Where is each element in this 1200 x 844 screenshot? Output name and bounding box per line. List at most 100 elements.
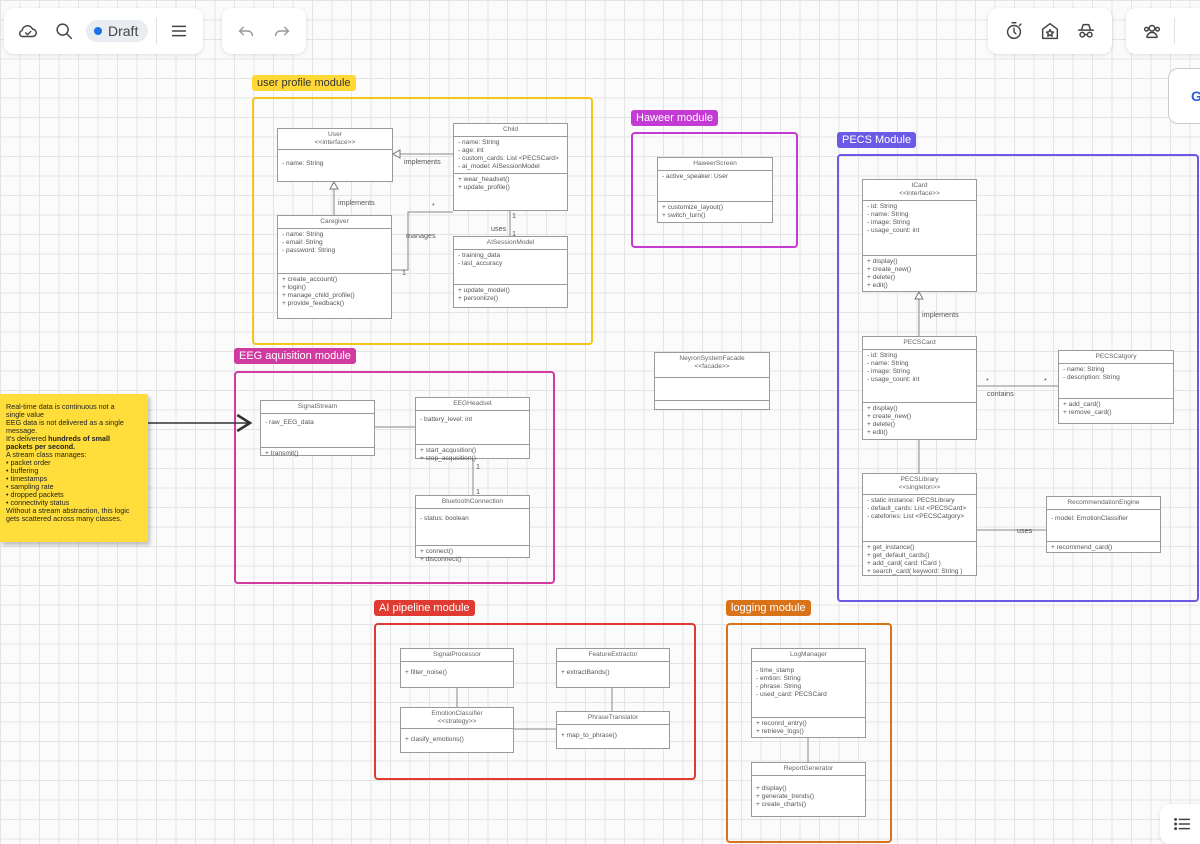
eeg-module-frame[interactable]: [234, 371, 555, 584]
class-header: BluetoothConnection: [416, 496, 529, 509]
method: + extractBands(): [561, 669, 610, 676]
class-attributes: - id: String - name: String - image: Str…: [863, 350, 976, 403]
note-line: EEG data is not delivered as a single: [6, 418, 124, 427]
cloud-check-icon[interactable]: [10, 13, 46, 49]
method: + switch_turn(): [662, 212, 706, 219]
attr: - image: String: [867, 368, 910, 375]
attr: - status: boolean: [420, 515, 469, 522]
class-user[interactable]: User<<interface>> - name: String: [277, 128, 393, 182]
draft-label: Draft: [108, 23, 139, 39]
class-methods: + display() + generate_trends() + create…: [752, 776, 865, 811]
class-log-manager[interactable]: LogManager - time_stamp - emtion: String…: [751, 648, 866, 738]
class-header: PECSLibrary<<singleton>>: [863, 474, 976, 495]
class-stereotype: <<strategy>>: [437, 718, 477, 725]
class-bluetooth-connection[interactable]: BluetoothConnection - status: boolean + …: [415, 495, 530, 563]
class-icard[interactable]: ICard<<interface>> - id: String - name: …: [862, 179, 977, 292]
ai-pipeline-module-frame[interactable]: [374, 623, 696, 780]
class-header: PhraseTranslator: [557, 712, 669, 725]
method: + reconrd_entry(): [756, 720, 807, 727]
draft-status-badge[interactable]: Draft: [86, 20, 149, 42]
class-haweer-screen[interactable]: HaweerScreen - active_speaker: User + cu…: [657, 157, 773, 223]
undo-redo-toolbar: [222, 8, 306, 54]
eeg-module-label[interactable]: EEG aquisition module: [234, 348, 356, 364]
menu-icon[interactable]: [161, 13, 197, 49]
class-name: HaweerScreen: [693, 160, 737, 167]
class-phrase-translator[interactable]: PhraseTranslator + map_to_phrase(): [556, 711, 670, 749]
attr: - static instance: PECSLibrary: [867, 497, 955, 504]
method: + transmit(): [265, 450, 299, 457]
method: + login(): [282, 284, 307, 291]
haweer-module-label[interactable]: Haweer module: [631, 110, 719, 126]
right-panel-letter: G: [1191, 88, 1200, 104]
haweer-module-frame[interactable]: [631, 132, 798, 248]
share-toolbar: [1126, 8, 1200, 54]
redo-icon[interactable]: [264, 13, 300, 49]
class-child[interactable]: Child - name: String - age: int - custom…: [453, 123, 568, 211]
class-pecs-category[interactable]: PECSCatgory - name: String - description…: [1058, 350, 1174, 424]
list-icon[interactable]: [1164, 806, 1200, 842]
user-profile-module-frame[interactable]: [252, 97, 593, 345]
star-building-icon[interactable]: [1032, 13, 1068, 49]
note-line: Real-time data is continuous not a: [6, 402, 115, 411]
class-name: SignalStream: [297, 403, 338, 410]
method: + search_card( keyword: String ): [867, 568, 963, 575]
undo-icon[interactable]: [228, 13, 264, 49]
ai-pipeline-module-label[interactable]: AI pipeline module: [374, 600, 475, 616]
class-eeg-headset[interactable]: EEGHeadset - battery_level: int + start_…: [415, 397, 530, 462]
attr: - usage_count: int: [867, 376, 920, 383]
attr: - name: String: [1063, 366, 1105, 373]
class-attributes: - id: String - name: String - image: Str…: [863, 201, 976, 256]
class-feature-extractor[interactable]: FeatureExtractor + extractBands(): [556, 648, 670, 688]
method: + start_acqusition(): [420, 447, 477, 454]
class-attributes: - time_stamp - emtion: String - phrase: …: [752, 662, 865, 718]
attr: - image: String: [867, 219, 910, 226]
class-signal-processor[interactable]: SignalProcessor + filter_noise(): [400, 648, 514, 688]
uses-one-bottom-label: 1: [512, 229, 516, 238]
manages-one-label: 1: [402, 268, 406, 277]
method: + display(): [867, 405, 898, 412]
sticky-note[interactable]: Real-time data is continuous not a singl…: [0, 394, 148, 542]
manages-star-label: *: [432, 201, 435, 210]
class-name: AISessionModel: [486, 239, 535, 246]
class-header: Caregiver: [278, 216, 391, 229]
class-report-generator[interactable]: ReportGenerator + display() + generate_t…: [751, 762, 866, 817]
attr: - name: String: [867, 360, 909, 367]
class-ai-session-model[interactable]: AISessionModel - training_data - last_ac…: [453, 236, 568, 308]
logging-module-frame[interactable]: [726, 623, 892, 843]
class-methods: + reconrd_entry() + retrieve_logs(): [752, 718, 865, 738]
class-caregiver[interactable]: Caregiver - name: String - email: String…: [277, 215, 392, 319]
class-pecs-library[interactable]: PECSLibrary<<singleton>> - static instan…: [862, 473, 977, 576]
class-name: BluetoothConnection: [441, 498, 504, 505]
contains-star-left: *: [986, 376, 989, 385]
incognito-icon[interactable]: [1068, 13, 1104, 49]
class-emotion-classifier[interactable]: EmotionClassifier<<strategy>> + clasify_…: [400, 707, 514, 753]
attr: - usage_count: int: [867, 227, 920, 234]
user-profile-module-label[interactable]: user profile module: [252, 75, 356, 91]
implements-label-1: implements: [404, 157, 441, 166]
users-icon[interactable]: [1134, 13, 1170, 49]
right-edge-panel[interactable]: G: [1168, 68, 1200, 124]
uses-label-1: uses: [491, 224, 507, 233]
class-recommendation-engine[interactable]: RecommendationEngine - model: EmotionCla…: [1046, 496, 1161, 553]
class-name: RecommendationEngine: [1067, 499, 1140, 506]
class-stereotype: <<interface>>: [314, 139, 356, 146]
class-neyron-system-facade[interactable]: NeyronSystemFacade<<facade>>: [654, 352, 770, 410]
pecs-module-label[interactable]: PECS Module: [837, 132, 917, 148]
top-left-toolbar: Draft: [4, 8, 204, 54]
pecs-module-frame[interactable]: [837, 154, 1199, 602]
class-attributes: - name: String: [278, 150, 392, 170]
attr: - name: String: [282, 160, 324, 167]
uses-one-top-label: 1: [512, 211, 516, 220]
class-methods: + extractBands(): [557, 662, 669, 679]
method: + customize_layout(): [662, 204, 724, 211]
method: + retrieve_logs(): [756, 728, 804, 735]
logging-module-label[interactable]: logging module: [726, 600, 811, 616]
search-icon[interactable]: [46, 13, 82, 49]
class-pecs-card[interactable]: PECSCard - id: String - name: String - i…: [862, 336, 977, 440]
class-signal-stream[interactable]: SignalStream - raw_EEG_data + transmit(): [260, 400, 375, 457]
class-name: FeatureExtractor: [588, 651, 638, 658]
timer-icon[interactable]: [996, 13, 1032, 49]
method: + personlize(): [458, 295, 499, 302]
attr: - password: String: [282, 247, 336, 254]
attr: - name: String: [867, 211, 909, 218]
